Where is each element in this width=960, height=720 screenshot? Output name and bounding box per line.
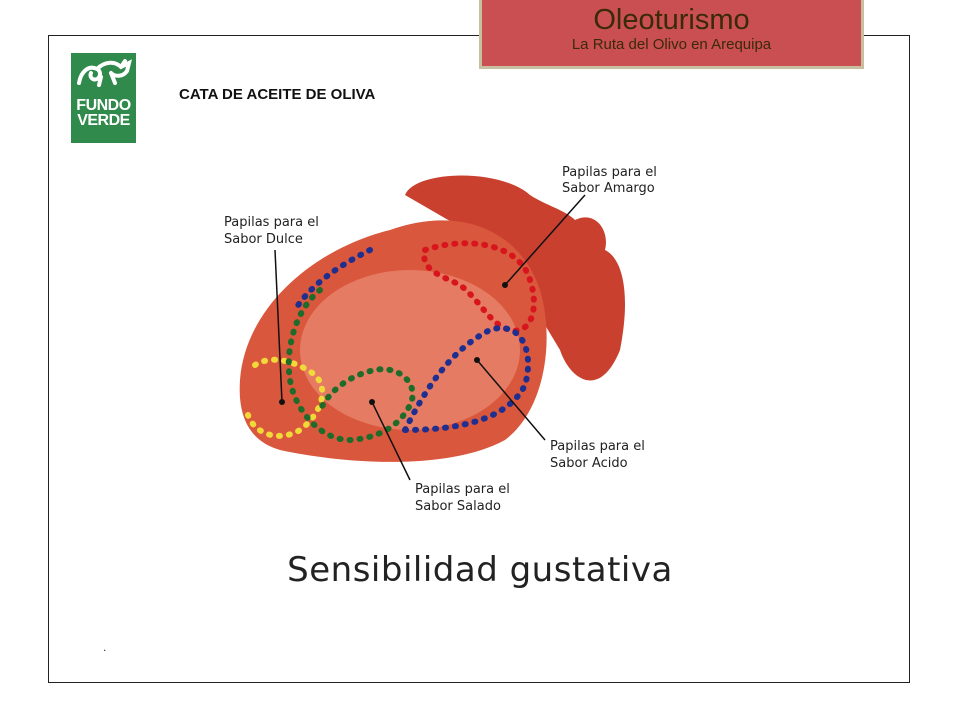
label-acido-line1: Papilas para el xyxy=(550,439,645,454)
logo-wordmark: FUNDO VERDE xyxy=(71,97,136,129)
fundo-verde-logo: FUNDO VERDE xyxy=(71,53,136,143)
pointer-amargo-dot xyxy=(502,282,508,288)
label-acido-line2: Sabor Acido xyxy=(550,456,628,471)
header-banner: Oleoturismo La Ruta del Olivo en Arequip… xyxy=(479,0,864,69)
header-subtitle: La Ruta del Olivo en Arequipa xyxy=(571,36,772,53)
label-dulce-line2: Sabor Dulce xyxy=(224,232,303,247)
footer-mark: . xyxy=(103,640,107,654)
logo-line2: VERDE xyxy=(77,112,130,129)
salty-zone-outline xyxy=(285,287,416,444)
section-title: CATA DE ACEITE DE OLIVA xyxy=(179,86,376,103)
sour-zone-outline xyxy=(292,247,532,433)
label-amargo-line1: Papilas para el xyxy=(562,165,657,180)
pointer-acido xyxy=(476,359,546,441)
label-dulce-line1: Papilas para el xyxy=(224,215,319,230)
sweet-zone-outline xyxy=(245,356,326,439)
label-amargo-line2: Sabor Amargo xyxy=(562,181,655,196)
pointer-dulce xyxy=(274,249,283,403)
header-title: Oleoturismo xyxy=(593,4,750,36)
tongue-taste-map: Papilas para el Sabor Amargo Papilas par… xyxy=(224,165,657,514)
pointer-salado-dot xyxy=(369,399,375,405)
pointer-dulce-dot xyxy=(279,399,285,405)
lizard-icon xyxy=(77,59,132,87)
tongue-center xyxy=(300,270,520,430)
logo-line1: FUNDO xyxy=(76,97,131,114)
slide-caption: Sensibilidad gustativa xyxy=(287,550,673,590)
label-salado-line2: Sabor Salado xyxy=(415,499,501,514)
pointer-amargo xyxy=(504,194,586,286)
label-salado-line1: Papilas para el xyxy=(415,482,510,497)
pointer-salado xyxy=(371,401,411,481)
pointer-acido-dot xyxy=(474,357,480,363)
